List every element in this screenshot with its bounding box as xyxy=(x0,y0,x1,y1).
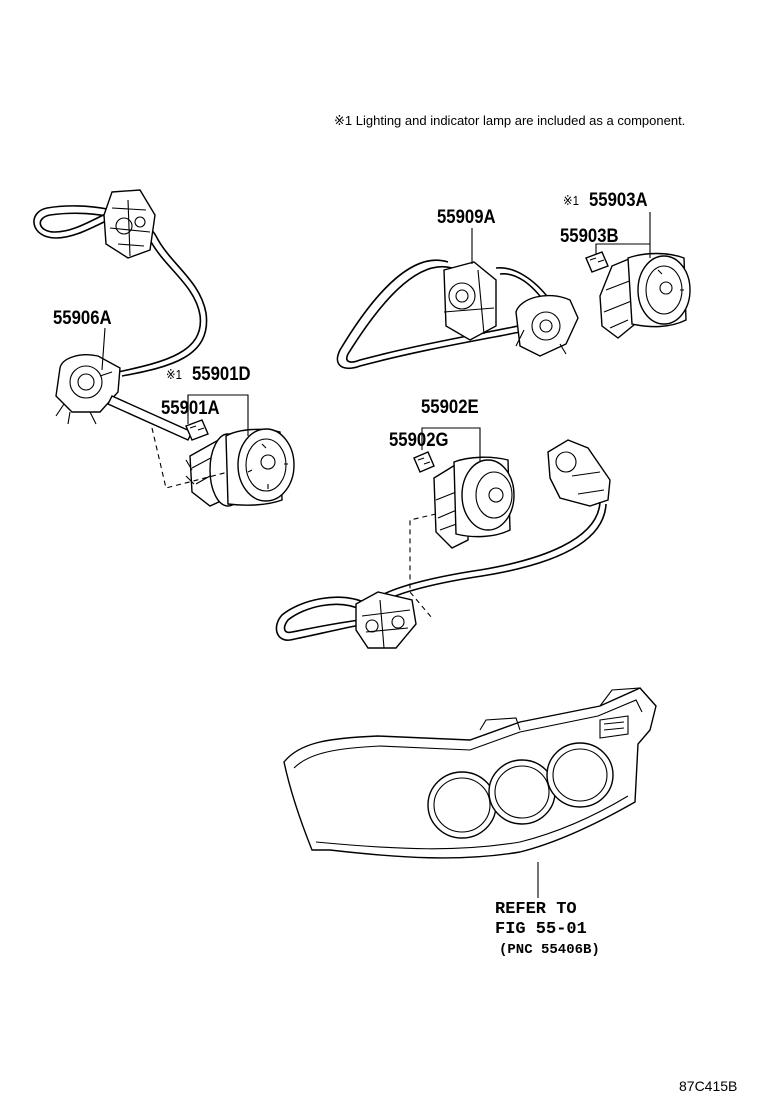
leader-55903A xyxy=(620,212,651,258)
screw-55903B xyxy=(585,251,609,273)
reference-line-1: REFER TO xyxy=(495,900,577,919)
heater-control-panel xyxy=(283,687,657,859)
leader-55902E xyxy=(421,427,481,462)
leader-55906A xyxy=(101,327,106,371)
wire-harness-55909A xyxy=(336,259,579,370)
switch-55901D xyxy=(185,428,295,507)
figure-code: 87C415B xyxy=(679,1078,738,1094)
switch-55902E xyxy=(433,456,515,549)
switch-55903A xyxy=(599,252,691,339)
leader-55903B xyxy=(595,243,620,254)
label-55902E: 55902E xyxy=(421,397,479,418)
note-text: Lighting and indicator lamp are included… xyxy=(355,113,686,128)
label-55901A: 55901A xyxy=(161,398,220,419)
label-55901D: 55901D xyxy=(192,364,251,385)
label-55903A: 55903A xyxy=(589,190,648,211)
dashed-link-55902 xyxy=(409,513,437,619)
label-55902G: 55902G xyxy=(389,430,449,451)
dashed-link-55901 xyxy=(151,427,229,489)
wire-harness-55902 xyxy=(275,439,611,649)
mark-55901D: ※1 xyxy=(166,367,182,382)
component-note: ※1 Lighting and indicator lamp are inclu… xyxy=(334,113,685,129)
mark-55903A: ※1 xyxy=(563,193,579,208)
reference-line-3: (PNC 55406B) xyxy=(499,942,600,958)
screw-55901A xyxy=(185,419,209,441)
label-55903B: 55903B xyxy=(560,226,619,247)
wire-harness-55906A xyxy=(33,189,208,441)
label-55909A: 55909A xyxy=(437,207,496,228)
screw-55902G xyxy=(413,451,435,473)
note-symbol: ※1 xyxy=(334,113,353,128)
label-55906A: 55906A xyxy=(53,308,112,329)
reference-line-2: FIG 55-01 xyxy=(495,920,587,939)
